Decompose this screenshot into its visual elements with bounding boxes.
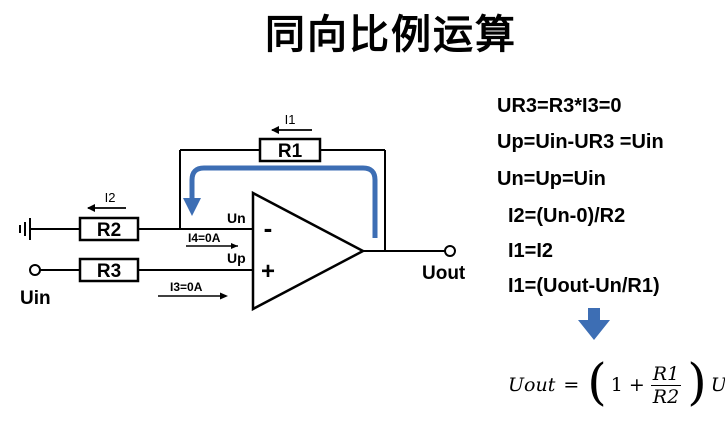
resistor-r3-label: R3 [97, 261, 121, 282]
formula-fraction: R1 R2 [650, 362, 682, 408]
formula-right-paren: ) [687, 353, 707, 411]
resistor-r1 [258, 137, 322, 163]
current-i2-label: I2 [105, 190, 116, 205]
node-un-label: Un [227, 210, 246, 226]
gain-formula: Uout = ( 1 + R1 R2 ) Uin [508, 355, 725, 415]
feedback-wire [179, 149, 386, 251]
formula-denominator: R2 [652, 385, 680, 408]
formula-one: 1 [610, 374, 623, 396]
resistor-r2 [78, 216, 140, 242]
feedback-flow-arrow [189, 165, 378, 238]
op-amp-plus-sign: + [261, 258, 275, 285]
formula-equals: = [563, 374, 580, 396]
current-i3-arrowhead [220, 292, 228, 300]
result-down-arrow [578, 308, 610, 340]
formula-plus: + [628, 374, 645, 396]
uout-terminal [444, 245, 456, 257]
formula-rhs: Uin [711, 374, 725, 396]
current-i4-label: I4=0A [188, 231, 221, 245]
resistor-r2-label: R2 [97, 220, 121, 241]
equation-3: Un=Up=Uin [497, 168, 606, 190]
equation-1: UR3=R3*I3=0 [497, 95, 622, 117]
current-i4-arrowhead [231, 243, 238, 249]
equation-6: I1=(Uout-Un/R1) [508, 275, 660, 297]
node-uin-label: Uin [20, 288, 51, 309]
node-up-label: Up [227, 250, 246, 266]
resistor-r3 [78, 257, 140, 283]
uin-terminal [29, 264, 41, 276]
page-title: 同向比例运算 [265, 12, 517, 58]
equation-2: Up=Uin-UR3 =Uin [497, 131, 664, 153]
node-uout-label: Uout [422, 263, 466, 284]
equation-4: I2=(Un-0)/R2 [508, 205, 626, 227]
resistor-r1-label: R1 [278, 141, 303, 162]
current-i1-label: I1 [285, 112, 296, 127]
feedback-flow-arrowhead [183, 198, 201, 216]
formula-numerator: R1 [650, 362, 682, 386]
equation-5: I1=I2 [508, 240, 554, 262]
op-amp-triangle [251, 190, 366, 312]
ground-icon [19, 218, 31, 240]
op-amp-minus-sign: - [264, 213, 273, 243]
current-i3-label: I3=0A [170, 280, 203, 294]
formula-lhs: Uout [508, 374, 556, 396]
formula-left-paren: ( [587, 353, 607, 411]
